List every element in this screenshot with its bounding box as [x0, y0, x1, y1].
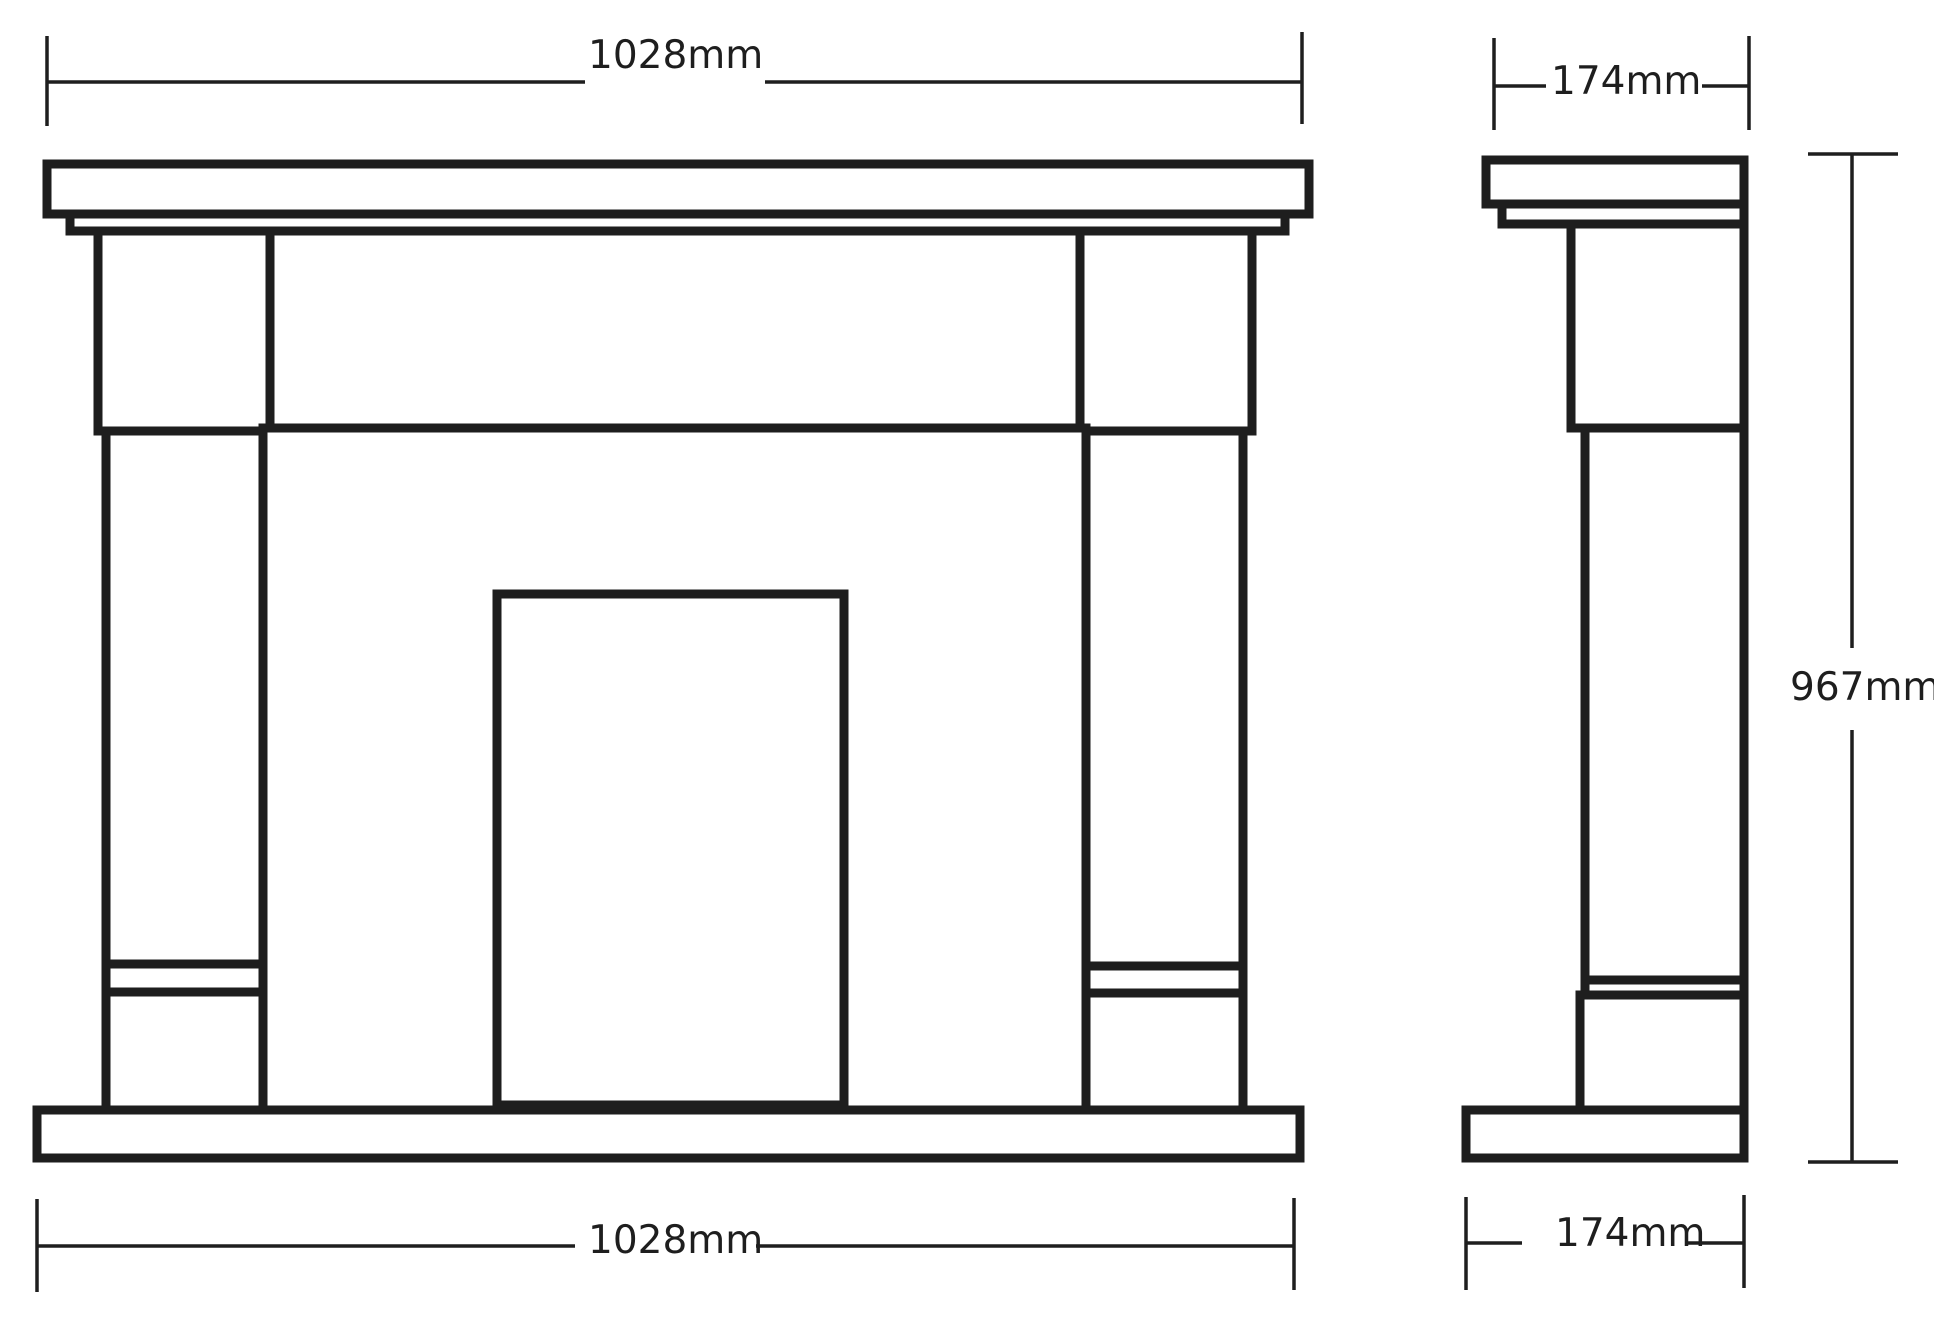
- dimension-front-bottom: 1028mm: [35, 1198, 1296, 1292]
- front-frieze-panel: [265, 226, 1085, 433]
- side-mantel-shelf: [1481, 155, 1749, 209]
- front-left-leg: [101, 426, 268, 1115]
- dimension-side-height: 967mm: [1790, 152, 1934, 1164]
- side-hearth: [1461, 1105, 1749, 1163]
- side-elevation: [1461, 155, 1749, 1163]
- front-hearth: [32, 1105, 1305, 1163]
- dimension-front-bottom-label: 1028mm: [588, 1218, 763, 1263]
- dimension-front-top: 1028mm: [45, 32, 1304, 126]
- front-left-corbel: [93, 226, 275, 436]
- dimension-side-bottom: 174mm: [1464, 1195, 1746, 1290]
- side-corbel-block: [1566, 219, 1749, 433]
- front-right-corbel: [1075, 226, 1257, 436]
- dimension-side-height-label: 967mm: [1790, 665, 1934, 710]
- front-fire-opening: [492, 589, 849, 1110]
- front-mantel-shelf: [42, 159, 1314, 219]
- front-elevation: [32, 159, 1314, 1163]
- side-plinth: [1575, 990, 1749, 1115]
- dimension-side-bottom-label: 174mm: [1555, 1211, 1705, 1256]
- dimension-side-top: 174mm: [1492, 36, 1751, 130]
- dimension-front-top-label: 1028mm: [588, 33, 763, 78]
- dimension-side-top-label: 174mm: [1551, 59, 1701, 104]
- front-right-leg: [1081, 426, 1248, 1115]
- side-leg: [1580, 423, 1749, 985]
